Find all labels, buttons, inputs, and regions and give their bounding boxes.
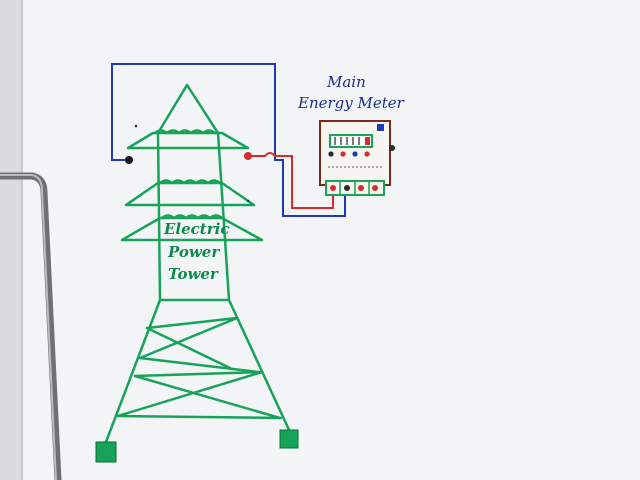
energy-meter xyxy=(319,120,395,196)
tower-footing-right xyxy=(279,429,299,449)
paper-left-edge xyxy=(0,0,22,480)
ink-speck xyxy=(134,124,138,128)
electric-power-tower xyxy=(104,83,292,444)
tower-label-line2: Power xyxy=(168,243,220,261)
meter-title-line1: Main xyxy=(327,73,366,91)
meter-corner-mark xyxy=(377,124,384,131)
meter-side-knob xyxy=(389,145,395,151)
tower-label-line1: Electric xyxy=(164,220,230,238)
meter-title-line2: Energy Meter xyxy=(298,94,404,112)
meter-display-indicator xyxy=(365,137,370,145)
tower-bracing-lower xyxy=(116,370,283,420)
tower-peak xyxy=(156,83,220,135)
blue-wire xyxy=(111,63,346,217)
tower-footing-left xyxy=(95,441,117,463)
meter-dial-3 xyxy=(352,151,358,157)
insulator-middle xyxy=(158,179,222,185)
meter-terminal-3 xyxy=(358,185,364,191)
meter-terminal-1 xyxy=(330,185,336,191)
tower-crossarm-top xyxy=(126,131,250,150)
tower-terminal-phase xyxy=(244,152,252,160)
insulator-lower xyxy=(160,214,224,220)
meter-dial-1 xyxy=(328,151,334,157)
red-wire xyxy=(248,152,334,209)
tower-terminal-neutral xyxy=(125,156,133,164)
meter-display-digits xyxy=(334,137,360,145)
tower-label-line3: Tower xyxy=(168,265,218,283)
meter-terminal-4 xyxy=(372,185,378,191)
meter-dial-2 xyxy=(340,151,346,157)
meter-dial-4 xyxy=(364,151,370,157)
tower-bracing-upper xyxy=(138,316,239,370)
meter-terminal-2 xyxy=(344,185,350,191)
tower-bracing-middle xyxy=(133,356,264,378)
metal-rod xyxy=(0,172,62,480)
ink-speck xyxy=(246,199,250,203)
insulator-top xyxy=(153,129,217,135)
